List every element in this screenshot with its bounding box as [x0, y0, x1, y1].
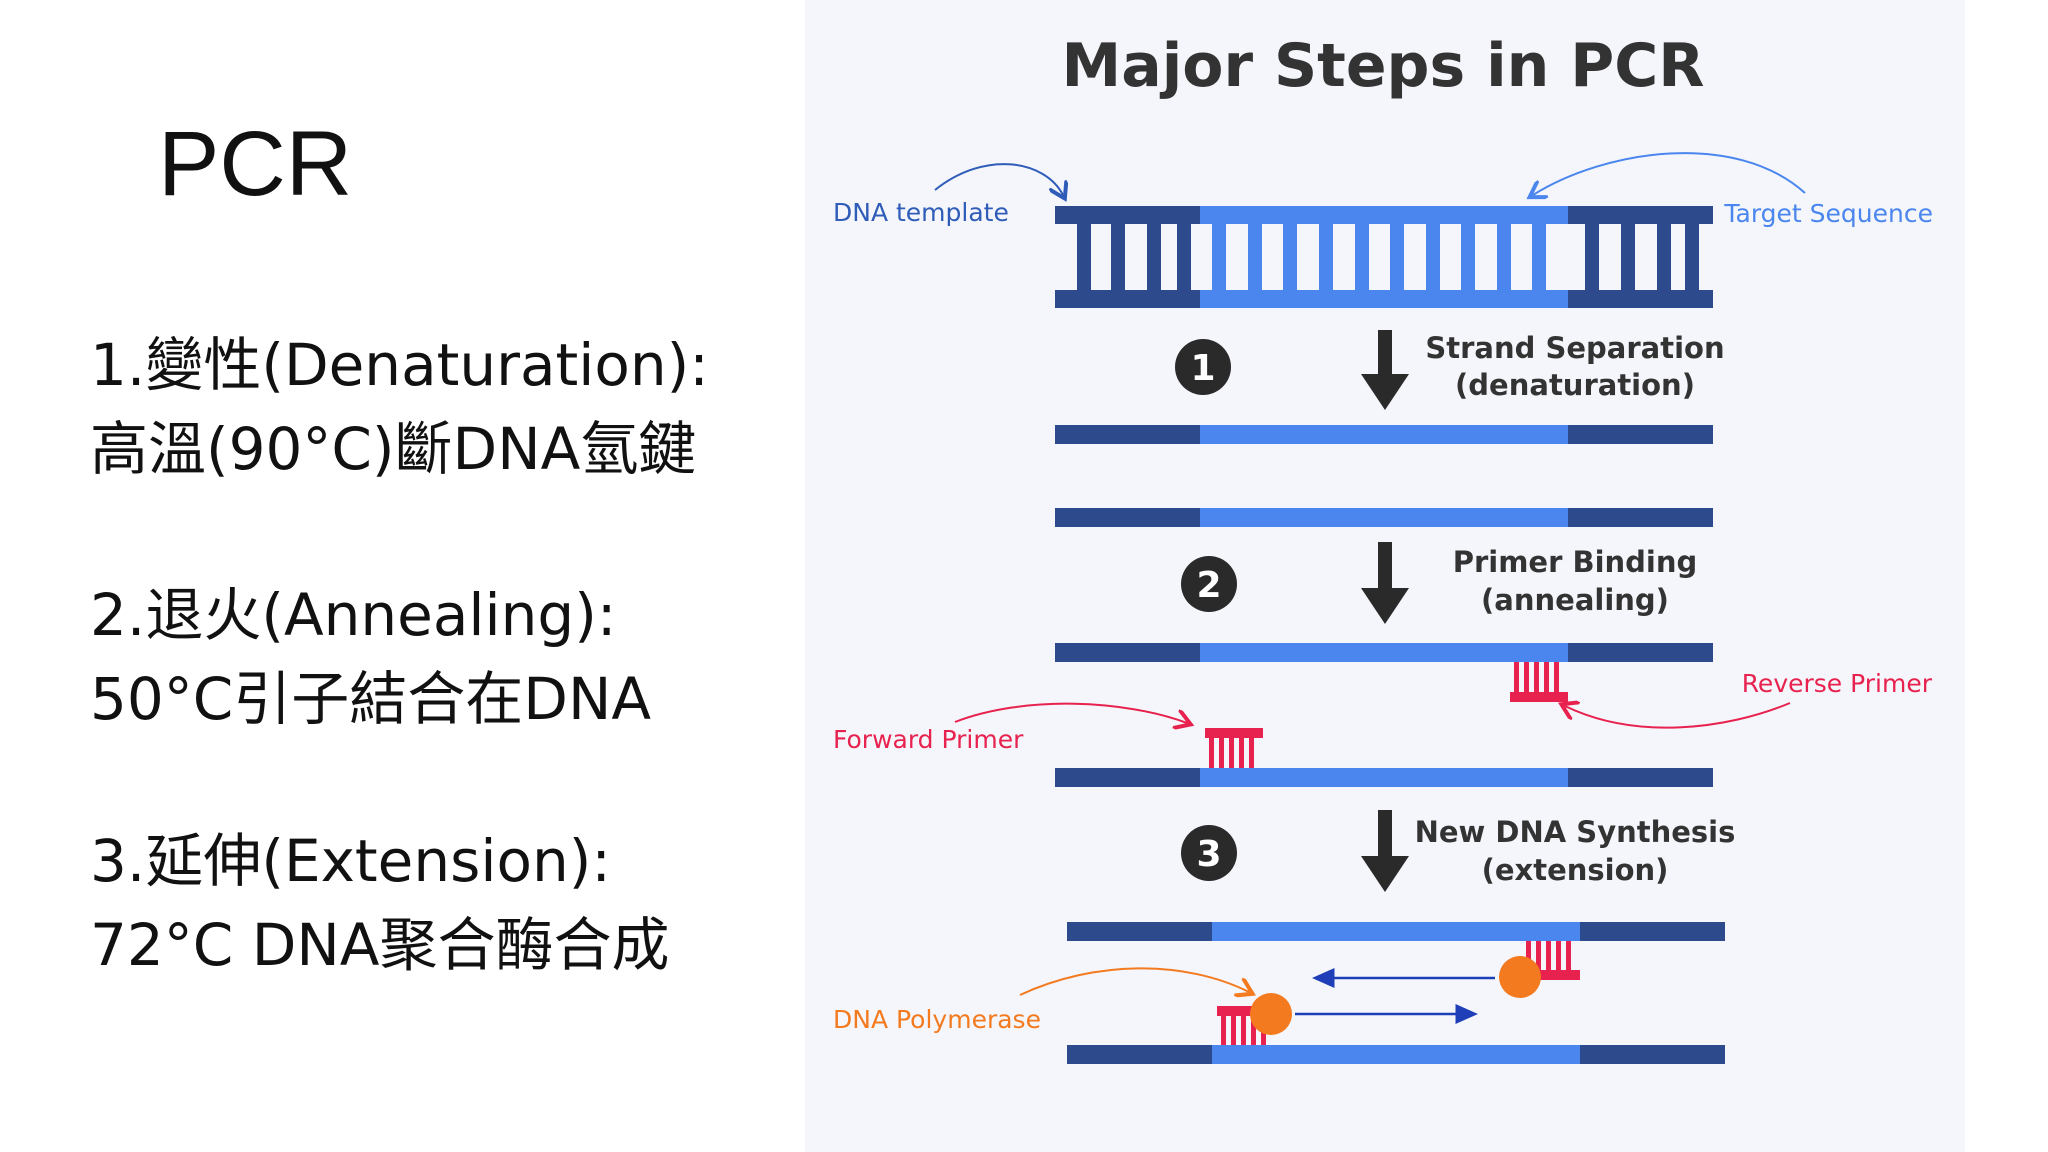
dna-template-label: DNA template	[833, 198, 1009, 227]
step-1-sub: (denaturation)	[1455, 368, 1695, 402]
step-2-marker: 2	[1181, 556, 1237, 612]
polymerase-forward	[1250, 993, 1292, 1035]
pcr-diagram-panel: Major Steps in PCR	[805, 0, 1965, 1152]
annealing-strand-top	[1055, 643, 1713, 662]
reverse-primer-pointer	[1565, 703, 1791, 729]
step-1-detail: 高溫(90°C)斷DNA氫鍵	[90, 415, 697, 483]
step-3-marker: 3	[1181, 825, 1237, 881]
step-2-heading: 2.退火(Annealing):	[90, 581, 617, 649]
step-3-arrow	[1361, 810, 1409, 892]
target-sequence-pointer	[1533, 152, 1806, 195]
step-1-arrow	[1361, 330, 1409, 410]
reverse-primer	[1510, 662, 1568, 702]
step-3-text: 3.延伸(Extension): 72°C DNA聚合酶合成	[90, 819, 669, 987]
forward-primer	[1205, 728, 1263, 768]
reverse-primer-label: Reverse Primer	[1742, 669, 1933, 698]
slide-title: PCR	[158, 113, 353, 215]
step-3-detail: 72°C DNA聚合酶合成	[90, 911, 670, 979]
svg-text:1: 1	[1190, 348, 1215, 389]
separated-strand-bottom	[1055, 508, 1713, 527]
step-2-name: Primer Binding	[1453, 545, 1698, 579]
target-sequence-label: Target Sequence	[1723, 199, 1933, 228]
step-3-sub: (extension)	[1482, 853, 1669, 887]
dna-polymerase-pointer	[1019, 967, 1249, 995]
step-3-heading: 3.延伸(Extension):	[90, 827, 611, 895]
extension-strand-bottom	[1067, 1045, 1725, 1064]
dna-double-strand	[1055, 206, 1713, 308]
step-2-text: 2.退火(Annealing): 50°C引子結合在DNA	[90, 573, 651, 741]
polymerase-reverse	[1499, 956, 1541, 998]
step-2-detail: 50°C引子結合在DNA	[90, 665, 652, 733]
step-3-name: New DNA Synthesis	[1415, 815, 1736, 849]
dna-template-pointer	[934, 163, 1063, 195]
svg-text:3: 3	[1196, 834, 1221, 875]
step-2-sub: (annealing)	[1481, 583, 1669, 617]
annealing-strand-bottom	[1055, 768, 1713, 787]
step-1-name: Strand Separation	[1425, 331, 1724, 365]
step-1-heading: 1.變性(Denaturation):	[90, 331, 709, 399]
diagram-title: Major Steps in PCR	[1062, 31, 1705, 101]
dna-polymerase-label: DNA Polymerase	[833, 1005, 1041, 1034]
separated-strand-top	[1055, 425, 1713, 444]
forward-primer-pointer	[954, 702, 1187, 723]
extension-strand-top	[1067, 922, 1725, 941]
step-2-arrow	[1361, 542, 1409, 624]
svg-text:2: 2	[1196, 565, 1221, 606]
pcr-diagram: Major Steps in PCR	[833, 31, 1933, 1064]
extension-reverse-primer	[1522, 941, 1580, 980]
forward-primer-label: Forward Primer	[833, 725, 1024, 754]
step-1-marker: 1	[1175, 339, 1231, 395]
step-1-text: 1.變性(Denaturation): 高溫(90°C)斷DNA氫鍵	[90, 323, 709, 491]
